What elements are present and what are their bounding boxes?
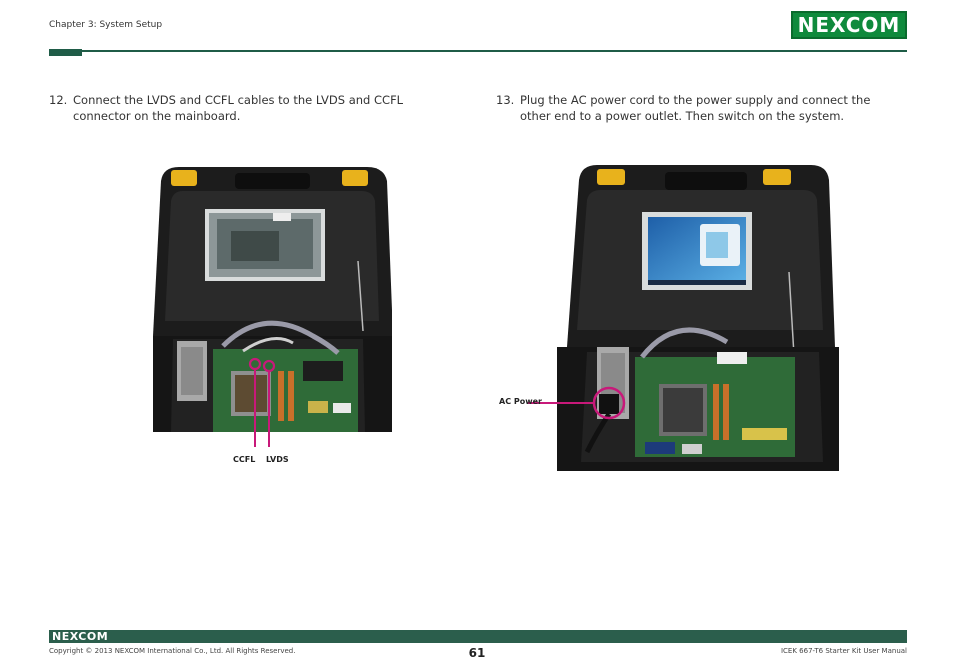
step-12: 12. Connect the LVDS and CCFL cables to …	[49, 92, 449, 124]
footer-bar	[49, 630, 907, 643]
nexcom-logo: NEXCOM	[791, 11, 907, 39]
manual-title: ICEK 667-T6 Starter Kit User Manual	[780, 647, 907, 655]
lvds-leader-line	[268, 370, 270, 447]
step-text: Connect the LVDS and CCFL cables to the …	[73, 93, 404, 123]
ac-power-label: AC Power	[499, 397, 542, 406]
step-number: 13.	[496, 93, 515, 107]
footer-nexcom-logo: NEXCOM	[52, 630, 109, 643]
chapter-title: Chapter 3: System Setup	[49, 20, 163, 30]
lvds-label: LVDS	[266, 455, 289, 464]
footer-corner-square	[889, 630, 895, 636]
step-text: Plug the AC power cord to the power supp…	[520, 93, 871, 123]
photo-lvds-ccfl-connection	[153, 161, 392, 432]
ccfl-leader-line	[254, 368, 256, 447]
ccfl-label: CCFL	[233, 455, 256, 464]
header-divider	[49, 50, 907, 52]
photo-ac-power-connection	[557, 162, 839, 471]
copyright-text: Copyright © 2013 NEXCOM International Co…	[49, 647, 296, 655]
footer-corner-square	[897, 638, 903, 643]
header-accent-block	[49, 49, 82, 56]
footer-corner-square	[889, 638, 895, 643]
step-13: 13. Plug the AC power cord to the power …	[496, 92, 896, 124]
page-number: 61	[468, 646, 486, 660]
ac-power-leader-line	[528, 402, 595, 404]
step-number: 12.	[49, 93, 68, 107]
